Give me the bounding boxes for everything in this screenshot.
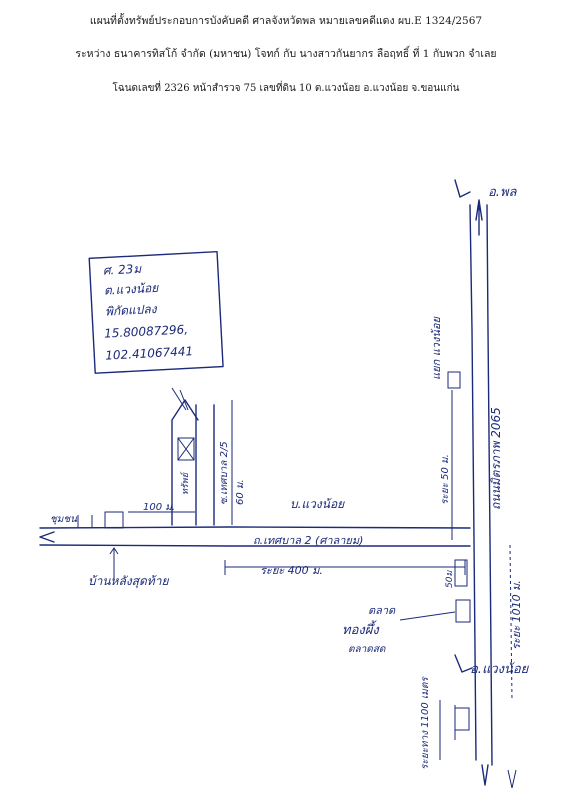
left-road-label: ชุมชน <box>50 514 78 525</box>
market-box <box>455 599 471 623</box>
info-line-3: พิกัดแปลง <box>105 302 158 319</box>
distance-60-label: 60 ม. <box>235 479 246 505</box>
info-line-2: ต.แวงน้อย <box>104 281 160 298</box>
market-label-2: ทองผึ้ง <box>342 620 380 638</box>
parcel-box <box>177 437 195 461</box>
main-road-left-edge <box>469 204 477 761</box>
district-top-marker-icon <box>454 179 471 198</box>
distance-1010-label: ระยะ 1010 ม. <box>510 580 523 650</box>
landmark-box-bottom <box>454 707 470 731</box>
main-road-label: ถนนมิตรภาพ 2065 <box>489 407 503 510</box>
info-line-1: ศ. 23ม <box>103 262 143 278</box>
south-arrow-icon <box>481 764 489 786</box>
west-arrow-icon <box>39 531 55 543</box>
info-pointer <box>171 387 189 411</box>
header-line-1: แผนที่ตั้งทรัพย์ประกอบการบังคับคดี ศาลจั… <box>89 15 483 27</box>
market-pointer <box>399 611 456 621</box>
landmark-box-top <box>447 371 461 389</box>
parcel-label: ทรัพย์ <box>180 471 191 495</box>
last-house-label: บ้านหลังสุดท้าย <box>88 574 169 589</box>
side-road-top-edge <box>39 526 471 529</box>
market-label-1: ตลาด <box>368 604 396 617</box>
main-road-right-edge <box>486 204 493 766</box>
distance-1100-label: ระยะทาง 1100 เมตร <box>420 676 431 770</box>
district-bottom-label: อ.แวงน้อย <box>470 662 530 677</box>
soi-label: ซ.เทศบาล 2/5 <box>219 441 230 505</box>
district-bottom-marker-icon <box>454 654 473 673</box>
distance-50b-label: 50ม <box>445 570 455 588</box>
side-road-label: ถ.เทศบาล 2 (ศาลายม) <box>253 534 363 547</box>
left-road-stub <box>77 515 93 528</box>
last-house-pointer <box>109 547 119 580</box>
header-line-3: โฉนดเลขที่ 2326 หน้าสำรวจ 75 เลขที่ดิน 1… <box>112 83 460 94</box>
last-house-box <box>104 511 124 529</box>
info-line-5: 102.41067441 <box>105 344 193 363</box>
side-road-bottom-edge <box>39 544 471 547</box>
distance-100-label: 100 ม. <box>143 502 175 513</box>
village-label: บ.แวงน้อย <box>290 497 345 511</box>
parcel-cross-icon <box>177 437 195 461</box>
bottom-side-road <box>439 700 456 760</box>
distance-400-label: ระยะ 400 ม. <box>260 564 323 577</box>
junction-label: แยก แวงน้อย <box>430 316 443 380</box>
market-label-3: ตลาดสด <box>348 644 386 655</box>
header-line-2: ระหว่าง ธนาคารทิสโก้ จำกัด (มหาชน) โจทก์… <box>75 48 497 60</box>
info-line-4: 15.80087296, <box>104 322 189 340</box>
distance-400-bracket <box>224 560 466 575</box>
main-road-dashed-line <box>509 544 513 701</box>
north-arrow-icon <box>475 199 483 236</box>
district-top-label: อ.พล <box>488 185 518 200</box>
info-box: ศ. 23ม ต.แวงน้อย พิกัดแปลง 15.80087296, … <box>88 250 224 374</box>
landmark-box-50 <box>454 559 468 587</box>
south-arrow-right-icon <box>507 769 517 789</box>
distance-50-label: ระยะ 50 ม. <box>440 454 451 505</box>
parcel-outline <box>171 399 199 526</box>
